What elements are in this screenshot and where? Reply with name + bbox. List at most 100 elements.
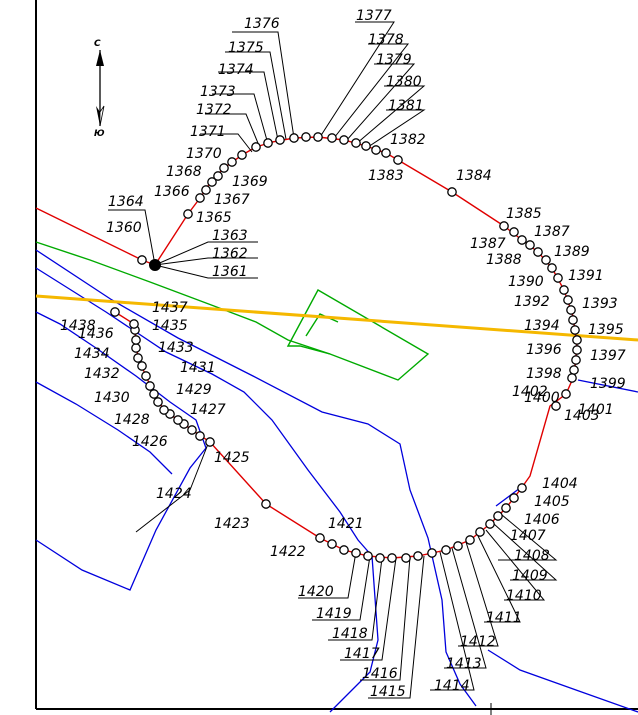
point-label-1392: 1392 [514, 294, 550, 310]
point-label-1393: 1393 [582, 296, 618, 312]
survey-point-marker [381, 148, 391, 158]
survey-point-marker [375, 553, 385, 563]
point-label-1417: 1417 [344, 646, 380, 662]
point-label-1380: 1380 [386, 74, 422, 90]
survey-point-marker [525, 240, 535, 250]
point-label-1362: 1362 [212, 246, 248, 262]
survey-point-marker [183, 209, 193, 219]
survey-point-marker [327, 539, 337, 549]
survey-point-marker [533, 247, 543, 257]
point-label-1400: 1400 [524, 390, 560, 406]
survey-point-marker [129, 319, 139, 329]
survey-point-marker [493, 511, 503, 521]
survey-point-marker [227, 157, 237, 167]
point-label-1378: 1378 [368, 32, 404, 48]
point-label-1410: 1410 [506, 588, 542, 604]
survey-point-marker [485, 519, 495, 529]
survey-point-marker [313, 132, 323, 142]
point-label-1419: 1419 [316, 606, 352, 622]
survey-point-marker [547, 263, 557, 273]
survey-point-marker [110, 307, 120, 317]
survey-point-marker [427, 548, 437, 558]
building-outline [35, 241, 430, 381]
point-label-1361: 1361 [212, 264, 248, 280]
point-label-1390: 1390 [508, 274, 544, 290]
survey-point-marker [195, 193, 205, 203]
survey-point-marker [205, 437, 215, 447]
point-label-1411: 1411 [486, 610, 522, 626]
survey-point-marker [261, 499, 271, 509]
survey-point-marker [501, 503, 511, 513]
point-label-1376: 1376 [244, 16, 280, 32]
survey-point-marker [137, 255, 147, 265]
point-label-1367: 1367 [214, 192, 250, 208]
survey-point-marker [159, 405, 169, 415]
point-label-1405: 1405 [534, 494, 570, 510]
survey-point-marker [566, 305, 576, 315]
point-label-1422: 1422 [270, 544, 306, 560]
survey-point-marker [517, 235, 527, 245]
survey-point-marker [551, 401, 561, 411]
point-label-1426: 1426 [132, 434, 168, 450]
survey-point-marker [339, 545, 349, 555]
survey-point-marker [141, 371, 151, 381]
point-label-1433: 1433 [158, 340, 194, 356]
survey-point-marker [393, 155, 403, 165]
point-label-1403: 1403 [564, 408, 600, 424]
survey-point-marker [145, 381, 155, 391]
survey-point-marker [195, 431, 205, 441]
point-label-1370: 1370 [186, 146, 222, 162]
point-markers [110, 132, 582, 563]
point-label-1387: 1387 [534, 224, 570, 240]
survey-point-marker [213, 171, 223, 181]
survey-point-marker [263, 138, 273, 148]
survey-point-marker [509, 493, 519, 503]
point-label-1373: 1373 [200, 84, 236, 100]
survey-point-marker [475, 527, 485, 537]
point-label-1431: 1431 [180, 360, 216, 376]
survey-point-marker [553, 273, 563, 283]
survey-point-marker [569, 365, 579, 375]
survey-point-marker [453, 541, 463, 551]
survey-point-marker [572, 335, 582, 345]
point-label-1424: 1424 [156, 486, 192, 502]
point-label-1437: 1437 [152, 300, 188, 316]
point-label-1387b: 1387 [470, 236, 506, 252]
point-label-1394: 1394 [524, 318, 560, 334]
point-label-1395: 1395 [588, 322, 624, 338]
point-label-1399: 1399 [590, 376, 626, 392]
point-label-1363: 1363 [212, 228, 248, 244]
point-label-1425: 1425 [214, 450, 250, 466]
survey-point-marker [351, 548, 361, 558]
point-label-1389: 1389 [554, 244, 590, 260]
survey-point-marker [387, 553, 397, 563]
survey-point-marker [237, 150, 247, 160]
survey-point-marker [499, 221, 509, 231]
point-label-1423: 1423 [214, 516, 250, 532]
survey-point-marker [187, 425, 197, 435]
survey-point-marker [447, 187, 457, 197]
point-label-1429: 1429 [176, 382, 212, 398]
point-label-1421: 1421 [328, 516, 364, 532]
survey-point-marker [413, 551, 423, 561]
point-label-1408: 1408 [514, 548, 550, 564]
point-label-1369: 1369 [232, 174, 268, 190]
point-label-1404: 1404 [542, 476, 578, 492]
survey-point-marker [137, 361, 147, 371]
point-label-1407: 1407 [510, 528, 546, 544]
south-letter: Ю [94, 129, 105, 139]
point-label-1406: 1406 [524, 512, 560, 528]
drawing-frame [35, 0, 638, 715]
point-label-1415: 1415 [370, 684, 406, 700]
point-label-1435: 1435 [152, 318, 188, 334]
survey-point-marker [315, 533, 325, 543]
point-label-1420: 1420 [298, 584, 334, 600]
point-label-1414: 1414 [434, 678, 470, 694]
survey-point-marker [149, 389, 159, 399]
survey-point-marker [570, 325, 580, 335]
point-label-1397: 1397 [590, 348, 626, 364]
point-label-1366: 1366 [154, 184, 190, 200]
survey-point-marker [572, 345, 582, 355]
point-label-1409: 1409 [512, 568, 548, 584]
